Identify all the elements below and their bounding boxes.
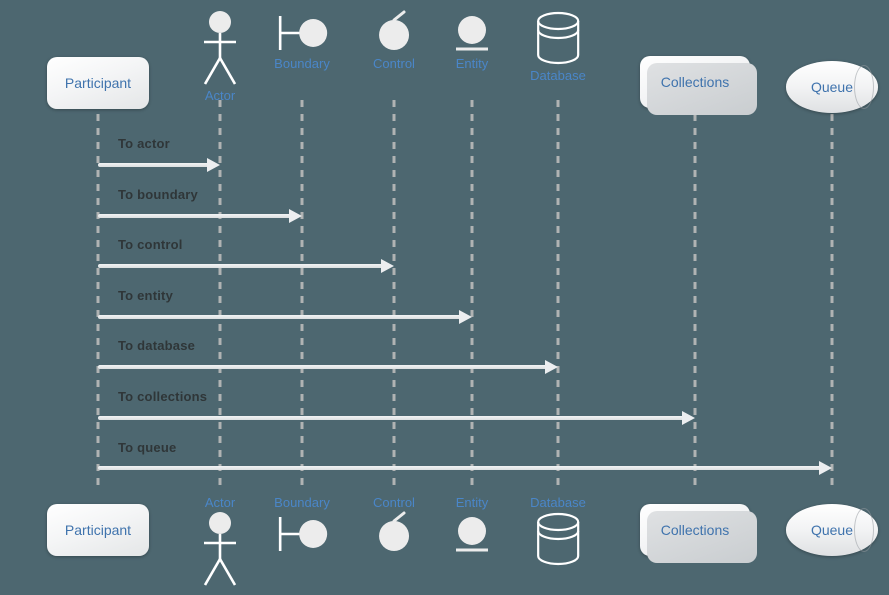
lifeline-boundary	[300, 100, 304, 490]
participant-label: Actor	[204, 88, 236, 103]
lifeline-collections	[693, 100, 697, 490]
header-participant-collections[interactable]: Collections	[640, 56, 757, 115]
footer-participant-queue[interactable]: Queue	[786, 504, 878, 556]
header-participant-queue[interactable]: Queue	[786, 61, 878, 113]
header-participant-actor[interactable]: Actor	[198, 10, 242, 104]
message-arrow-line[interactable]	[98, 365, 548, 369]
footer-participant-participant[interactable]: Participant	[47, 504, 149, 556]
message-label: To collections	[118, 389, 208, 404]
message-arrowhead-icon	[819, 461, 832, 475]
message-arrow-line[interactable]	[98, 163, 210, 167]
boundary-icon	[276, 10, 328, 56]
lifeline-actor	[218, 100, 222, 490]
header-participant-entity[interactable]: Entity	[452, 10, 492, 72]
message-arrow-line[interactable]	[98, 214, 292, 218]
lifeline-participant	[96, 100, 100, 490]
message-arrow-line[interactable]	[98, 315, 462, 319]
lifeline-control	[392, 100, 396, 490]
participant-label: Collections	[660, 74, 730, 90]
message-arrowhead-icon	[459, 310, 472, 324]
message-arrow-line[interactable]	[98, 416, 685, 420]
lifeline-database	[556, 100, 560, 490]
header-participant-database[interactable]: Database	[530, 10, 586, 84]
entity-icon	[452, 10, 492, 56]
participant-label: Queue	[810, 79, 854, 95]
footer-participant-control[interactable]: Control	[373, 495, 415, 557]
message-label: To boundary	[118, 187, 198, 202]
lifeline-entity	[470, 100, 474, 490]
participant-label: Database	[530, 68, 586, 83]
footer-participant-actor[interactable]: Actor	[198, 495, 242, 589]
message-label: To entity	[118, 288, 173, 303]
actor-stick-figure-icon	[198, 10, 242, 88]
message-arrowhead-icon	[207, 158, 220, 172]
message-arrowhead-icon	[545, 360, 558, 374]
participant-label: Entity	[455, 495, 489, 510]
message-arrowhead-icon	[289, 209, 302, 223]
footer-participant-collections[interactable]: Collections	[640, 504, 757, 563]
message-arrow-line[interactable]	[98, 264, 384, 268]
participant-label: Database	[530, 495, 586, 510]
footer-participant-entity[interactable]: Entity	[452, 495, 492, 557]
message-label: To actor	[118, 136, 170, 151]
message-label: To control	[118, 237, 183, 252]
message-arrowhead-icon	[381, 259, 394, 273]
message-label: To queue	[118, 440, 177, 455]
participant-label: Participant	[64, 522, 132, 538]
database-cylinder-icon	[533, 10, 583, 68]
control-icon	[374, 511, 414, 557]
database-cylinder-icon	[533, 511, 583, 569]
message-arrow-line[interactable]	[98, 466, 822, 470]
control-icon	[374, 10, 414, 56]
header-participant-boundary[interactable]: Boundary	[274, 10, 330, 72]
participant-label: Participant	[64, 75, 132, 91]
participant-label: Queue	[810, 522, 854, 538]
participant-label: Actor	[204, 495, 236, 510]
participant-label: Boundary	[274, 495, 330, 510]
header-participant-participant[interactable]: Participant	[47, 57, 149, 109]
message-arrowhead-icon	[682, 411, 695, 425]
entity-icon	[452, 511, 492, 557]
boundary-icon	[276, 511, 328, 557]
lifeline-queue	[830, 100, 834, 490]
actor-stick-figure-icon	[198, 511, 242, 589]
footer-participant-database[interactable]: Database	[530, 495, 586, 569]
header-participant-control[interactable]: Control	[373, 10, 415, 72]
participant-label: Boundary	[274, 56, 330, 71]
participant-label: Collections	[660, 522, 730, 538]
message-label: To database	[118, 338, 196, 353]
participant-label: Control	[373, 495, 415, 510]
footer-participant-boundary[interactable]: Boundary	[274, 495, 330, 557]
participant-label: Control	[373, 56, 415, 71]
participant-label: Entity	[455, 56, 489, 71]
